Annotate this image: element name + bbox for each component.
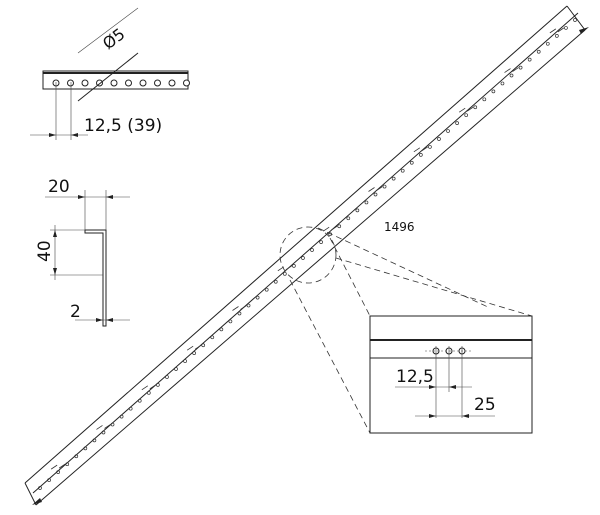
rail-hole <box>74 454 79 459</box>
rail-hole <box>382 184 387 189</box>
rail-hole <box>237 311 242 316</box>
rail-hole <box>400 168 405 173</box>
rail-hole <box>101 430 106 435</box>
rail-hole <box>65 462 70 467</box>
rail-hole <box>156 383 160 387</box>
rail-hole <box>464 113 469 118</box>
rail-hole <box>418 152 423 157</box>
strip-hole <box>168 79 176 87</box>
rail-hole <box>183 359 187 363</box>
rail-hole <box>446 129 450 133</box>
strip-hole <box>139 79 147 87</box>
angle-profile-view: 20 40 2 <box>35 177 130 327</box>
rail-marking <box>549 27 565 34</box>
rail-hole <box>92 438 97 443</box>
thickness-label: 2 <box>70 302 81 322</box>
rail-hole <box>301 256 305 260</box>
rail-hole <box>391 176 396 181</box>
rail-marking <box>368 186 383 192</box>
rail-hole <box>536 49 541 54</box>
rail-hole <box>56 470 60 474</box>
rail-marking <box>141 384 157 391</box>
length-label: 1496 <box>384 220 415 234</box>
rail-hole <box>210 335 215 340</box>
rail-hole <box>545 41 550 46</box>
rail-hole <box>128 406 133 411</box>
rail-hole <box>509 73 514 78</box>
rail-hole <box>174 367 178 371</box>
rail-hole <box>228 319 233 324</box>
rail-hole <box>255 295 260 300</box>
rail-hole <box>573 18 577 22</box>
rail-hole <box>319 240 323 244</box>
diameter-label: Ø5 <box>99 24 129 53</box>
rail-hole <box>83 446 88 451</box>
rail-marking <box>232 305 247 311</box>
rail-hole <box>292 264 296 268</box>
strip-hole <box>154 79 161 87</box>
rail-hole <box>310 248 314 252</box>
rail-hole <box>428 145 432 149</box>
rail-hole <box>201 343 206 348</box>
strip-hole <box>110 79 118 87</box>
rail-hole <box>409 160 414 165</box>
rail-hole <box>364 200 369 205</box>
rail-hole <box>491 89 496 94</box>
rail-hole <box>527 57 532 62</box>
rail-hole <box>146 390 151 395</box>
strip-hole <box>125 79 132 87</box>
rail-marking <box>322 225 338 232</box>
rail-hole <box>337 224 342 229</box>
rail-hole <box>219 327 224 332</box>
rail-hole <box>137 398 142 403</box>
rail-hole <box>500 81 505 86</box>
rail-hole <box>273 279 278 284</box>
rail-hole <box>246 303 251 308</box>
rail-marking <box>96 424 111 430</box>
rail-hole <box>482 97 487 102</box>
rail-hole <box>38 486 42 490</box>
rail-marking <box>186 344 202 351</box>
strip-hole <box>81 79 89 87</box>
rail-hole <box>346 216 351 221</box>
rail-hole <box>518 65 523 70</box>
detail-large-pitch-label: 25 <box>474 395 496 415</box>
rail-marking <box>458 106 474 113</box>
rail-hole <box>473 105 478 110</box>
detail-callout: 12,5 25 <box>279 226 533 434</box>
rail-hole <box>355 208 360 213</box>
detail-small-pitch-label: 12,5 <box>396 367 434 387</box>
strip-hole <box>183 79 190 87</box>
hole-strip-view: Ø5 12,5 (39) <box>30 7 190 140</box>
rail-hole <box>119 414 124 419</box>
rail-hole <box>110 422 115 427</box>
rail-marking <box>504 67 519 73</box>
rail-hole <box>373 192 378 197</box>
height-label: 40 <box>35 240 55 262</box>
rail-view: 1496 <box>24 5 589 506</box>
rail-hole <box>437 137 441 141</box>
strip-hole <box>67 79 74 87</box>
flange-width-label: 20 <box>48 177 70 197</box>
rail-hole <box>564 26 568 30</box>
rail-hole <box>165 375 169 379</box>
rail-marking <box>413 146 429 153</box>
rail-hole <box>192 351 197 356</box>
rail-hole <box>555 34 559 38</box>
rail-hole <box>47 478 51 482</box>
rail-marking <box>50 463 66 470</box>
pitch-label: 12,5 (39) <box>84 116 162 136</box>
rail-hole <box>264 287 269 292</box>
rail-hole <box>455 121 459 125</box>
rail-hole <box>282 271 287 276</box>
